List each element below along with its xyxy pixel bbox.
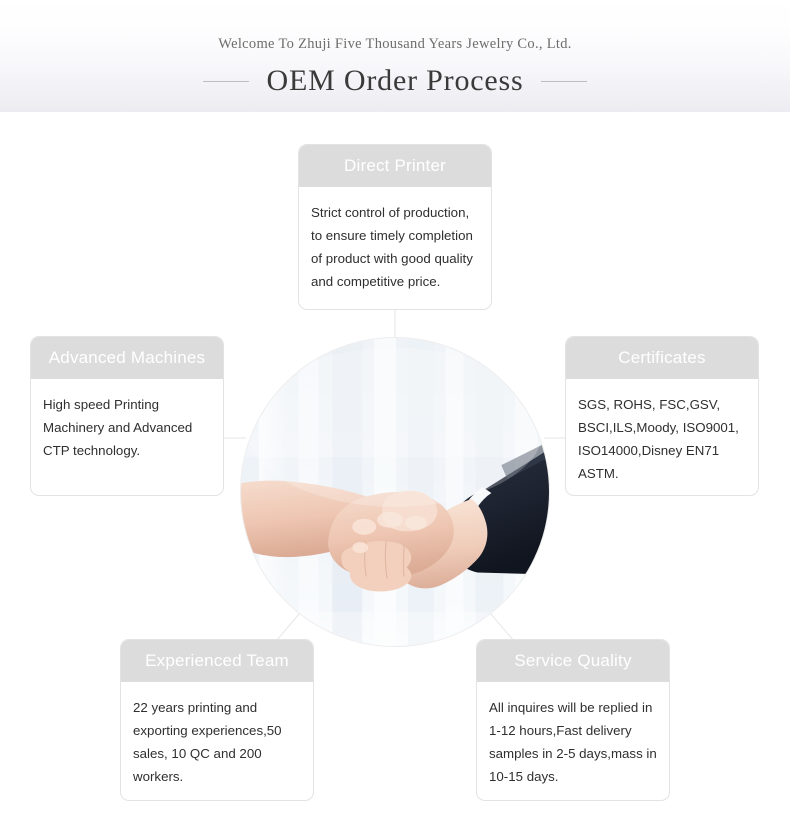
card-title-service-quality: Service Quality (514, 651, 632, 670)
title-dash-left-icon (202, 80, 249, 82)
card-service-quality[interactable]: Service Quality All inquires will be rep… (476, 639, 670, 801)
title-dash-right-icon (541, 80, 588, 82)
card-text-advanced-machines: High speed Printing Machinery and Advanc… (43, 397, 193, 458)
handshake-photo (241, 338, 549, 646)
card-body-service-quality: All inquires will be replied in 1-12 hou… (477, 682, 669, 798)
welcome-text: Welcome To Zhuji Five Thousand Years Jew… (218, 36, 572, 52)
card-direct-printer[interactable]: Direct Printer Strict control of product… (298, 144, 492, 310)
card-title-certificates: Certificates (618, 348, 706, 367)
card-header-advanced-machines: Advanced Machines (31, 337, 223, 379)
card-text-certificates: SGS, ROHS, FSC,GSV, BSCI,ILS,Moody, ISO9… (578, 397, 739, 481)
card-header-service-quality: Service Quality (477, 640, 669, 682)
card-body-advanced-machines: High speed Printing Machinery and Advanc… (31, 379, 223, 472)
card-body-experienced-team: 22 years printing and exporting experien… (121, 682, 313, 798)
card-text-service-quality: All inquires will be replied in 1-12 hou… (489, 700, 657, 784)
page-header-band: Welcome To Zhuji Five Thousand Years Jew… (0, 0, 790, 112)
card-text-direct-printer: Strict control of production, to ensure … (311, 205, 473, 289)
card-body-direct-printer: Strict control of production, to ensure … (299, 187, 491, 303)
card-header-direct-printer: Direct Printer (299, 145, 491, 187)
card-body-certificates: SGS, ROHS, FSC,GSV, BSCI,ILS,Moody, ISO9… (566, 379, 758, 495)
card-title-experienced-team: Experienced Team (145, 651, 289, 670)
page-title-row: OEM Order Process (0, 64, 790, 98)
card-advanced-machines[interactable]: Advanced Machines High speed Printing Ma… (30, 336, 224, 496)
card-header-certificates: Certificates (566, 337, 758, 379)
center-image-circle (240, 337, 550, 647)
card-header-experienced-team: Experienced Team (121, 640, 313, 682)
card-experienced-team[interactable]: Experienced Team 22 years printing and e… (120, 639, 314, 801)
card-title-advanced-machines: Advanced Machines (48, 348, 206, 367)
card-title-direct-printer: Direct Printer (344, 156, 446, 175)
card-certificates[interactable]: Certificates SGS, ROHS, FSC,GSV, BSCI,IL… (565, 336, 759, 496)
page-title: OEM Order Process (266, 64, 524, 97)
card-text-experienced-team: 22 years printing and exporting experien… (133, 700, 282, 784)
